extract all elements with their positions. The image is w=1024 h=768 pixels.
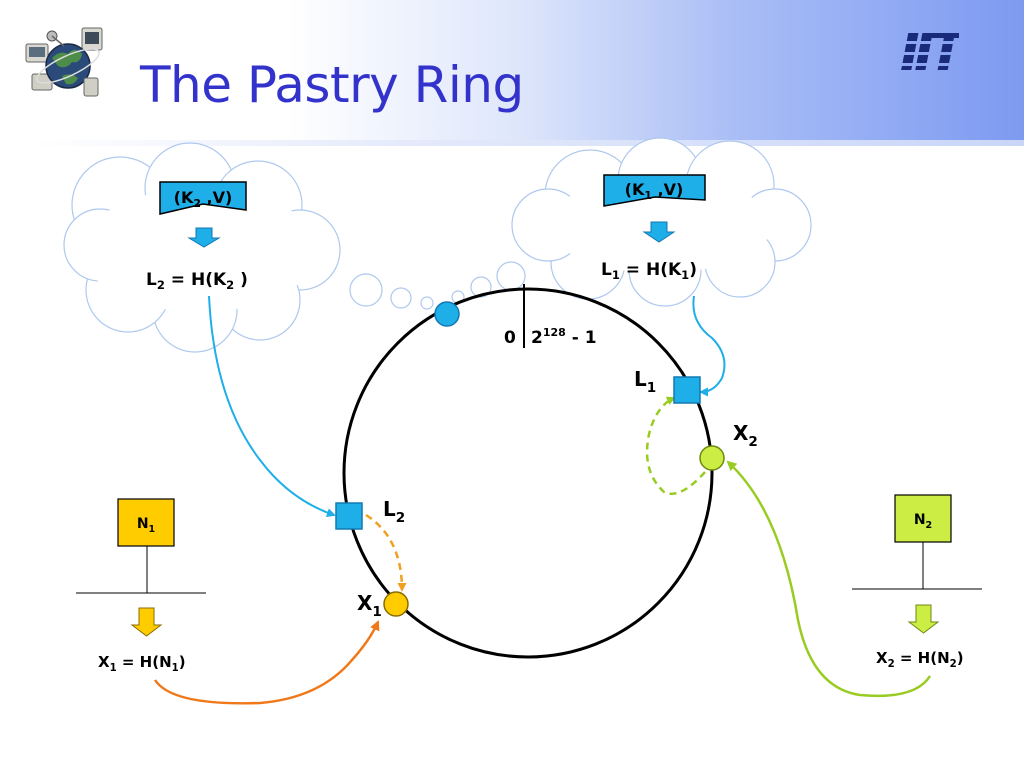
ring-node-cyan[interactable]	[434, 301, 460, 327]
satellite-globe-icon	[25, 27, 103, 97]
hash-formula-left-cloud: L2 = H(K2 )	[146, 270, 248, 292]
arrow-key1-to-l1	[692, 295, 726, 397]
brand-logo: IIT	[900, 20, 965, 83]
key-pair-box-left	[159, 181, 247, 215]
label-l2: L2	[383, 497, 405, 526]
down-arrow-icon-n2	[907, 604, 940, 634]
node-n2-label: N2	[914, 512, 932, 531]
key-pair-label-right: (K1 ,V)	[625, 180, 684, 202]
key-pair-label-left: (K2 ,V)	[174, 188, 233, 210]
key-l1-square[interactable]	[673, 376, 701, 404]
slide-title: The Pastry Ring	[140, 56, 524, 114]
hash-formula-n2: X2 = H(N2)	[876, 649, 964, 670]
arrow-n1-hash-to-x1	[153, 620, 380, 705]
ring-max-label: 2128 - 1	[531, 326, 597, 348]
pastry-ring	[342, 287, 714, 659]
header-band	[0, 0, 1024, 145]
node-n1-box[interactable]	[117, 498, 175, 547]
header-divider	[30, 140, 1024, 146]
node-x1[interactable]	[383, 591, 409, 617]
ring-zero-label: 0	[504, 328, 516, 348]
node-n2-group: N2 X2 = H(N2)	[852, 494, 982, 670]
label-x1: X1	[357, 591, 382, 620]
hash-formula-right-cloud: L1 = H(K1)	[601, 260, 697, 282]
node-x2[interactable]	[699, 445, 725, 471]
arrow-key2-to-l2	[208, 295, 336, 517]
down-arrow-icon-cloud-right	[642, 221, 676, 243]
arrow-n2-hash-to-x2	[726, 460, 932, 698]
label-l1: L1	[634, 367, 656, 396]
thought-bubbles	[349, 261, 526, 310]
down-arrow-icon-n1	[130, 607, 163, 637]
node-n2-box[interactable]	[894, 494, 952, 543]
label-x2: X2	[733, 421, 758, 450]
thought-cloud-left	[63, 142, 341, 353]
dashed-arrow-l2-to-x1	[365, 513, 407, 592]
hash-formula-n1: X1 = H(N1)	[98, 653, 186, 674]
node-n1-label: N1	[137, 516, 155, 535]
key-l2-square[interactable]	[335, 502, 363, 530]
node-n1-group: N1 X1 = H(N1)	[76, 498, 206, 674]
key-pair-box-right	[603, 174, 706, 207]
dashed-arrow-x2-to-l1	[645, 396, 706, 495]
down-arrow-icon-cloud-left	[187, 227, 221, 248]
